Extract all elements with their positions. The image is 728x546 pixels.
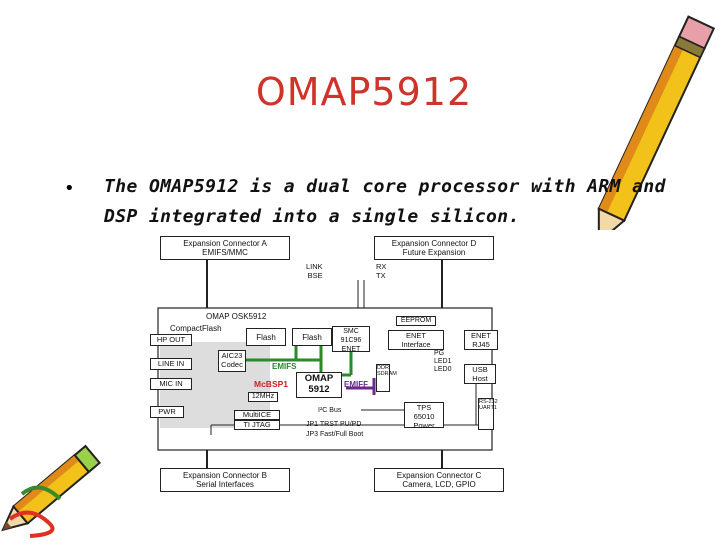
expansion-connector-d: Expansion Connector D Future Expansion <box>374 236 494 260</box>
rs232-uart1-port: RS-232 UART1 <box>478 398 498 430</box>
mic-in-jack: MIC IN <box>150 378 192 390</box>
flash-chip-1: Flash <box>246 328 286 346</box>
bullet-marker: • <box>64 178 75 199</box>
expansion-connector-b: Expansion Connector B Serial Interfaces <box>160 468 290 492</box>
pwr-jack: PWR <box>150 406 184 418</box>
jp1-jumper-label: JP1 TRST PU/PD <box>306 421 362 428</box>
smc-ethernet-chip: SMC 91C96 ENET <box>332 326 370 353</box>
12mhz-oscillator: 12MHz <box>248 392 278 402</box>
jp3-jumper-label: JP3 Fast/Full Boot <box>306 431 364 438</box>
tps65010-power: TPS 65010 Power <box>404 402 444 430</box>
enet-rj45: ENET RJ45 <box>464 330 498 350</box>
ti-jtag-connector: TI JTAG <box>234 420 280 430</box>
pencil-bottom-left-icon <box>1 444 102 538</box>
mcbsp1-label: McBSP1 <box>254 379 289 389</box>
link-bse-label: LINK BSE <box>306 262 323 280</box>
ddr-sdram-chip: DDR SDRAM <box>376 364 397 392</box>
bullet-text: The OMAP5912 is a dual core processor wi… <box>104 176 666 227</box>
emiff-bus-label: EMIFF <box>344 380 368 389</box>
multiice-connector: MultiICE <box>234 410 280 420</box>
expansion-connector-c: Expansion Connector C Camera, LCD, GPIO <box>374 468 504 492</box>
usb-host-port: USB Host <box>464 364 496 384</box>
flash-chip-2: Flash <box>292 328 332 346</box>
slide-title: OMAP5912 <box>255 70 473 114</box>
pg-led-label: PG LED1 LED0 <box>434 350 452 373</box>
line-in-jack: LINE IN <box>150 358 192 370</box>
block-diagram: Expansion Connector A EMIFS/MMC Expansio… <box>146 230 526 500</box>
eeprom-chip: EEPROM <box>396 316 436 326</box>
pencil-top-right-icon <box>597 15 716 230</box>
enet-interface: ENET Interface <box>388 330 444 350</box>
i2c-bus-label: I²C Bus <box>318 407 342 414</box>
compactflash-label: CompactFlash <box>170 324 222 333</box>
rx-tx-label: RX TX <box>376 262 387 280</box>
hp-out-jack: HP OUT <box>150 334 192 346</box>
emifs-bus-label: EMIFS <box>272 362 297 371</box>
aic23-codec: AIC23 Codec <box>218 350 246 372</box>
board-label: OMAP OSK5912 <box>206 312 267 321</box>
expansion-connector-a: Expansion Connector A EMIFS/MMC <box>160 236 290 260</box>
omap-5912-processor: OMAP 5912 <box>296 372 342 398</box>
